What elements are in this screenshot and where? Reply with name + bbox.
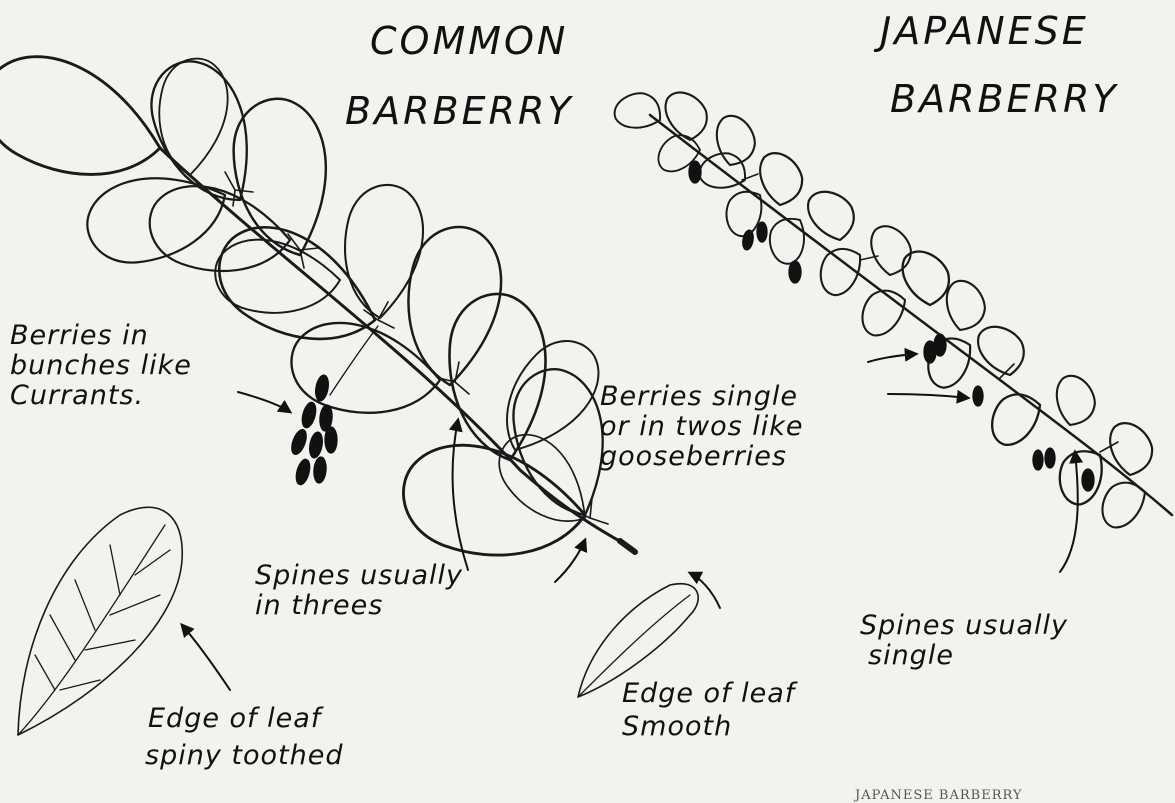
berries-japanese-line2: or in twos like [600,413,804,440]
spines-common-line1: Spines usually [255,562,463,589]
leaf-japanese-line1: Edge of leaf [622,680,795,707]
arrow-leaf-japanese [690,573,720,608]
berries-common-line3: Currants. [10,382,144,409]
japanese-title-line2: BARBERRY [890,80,1119,118]
arrow-berries-japanese-1 [868,354,916,362]
berries-common-line1: Berries in [10,322,149,349]
berries-japanese-line3: gooseberries [600,443,787,470]
common-title-line1: COMMON [370,22,568,60]
spines-japanese-line1: Spines usually [860,612,1068,639]
japanese-title-line1: JAPANESE [880,12,1089,50]
leaf-common-line1: Edge of leaf [148,705,321,732]
arrow-berries-japanese-2 [888,394,968,398]
spines-japanese-line2: single [868,642,954,669]
arrow-berries-common [238,392,290,412]
common-berry-bunch [289,326,378,486]
spiny-leaf-detail [18,507,182,735]
leaf-common-line2: spiny toothed [145,742,343,769]
arrow-leaf-common [182,625,230,690]
berries-japanese-line1: Berries single [600,383,798,410]
arrow-spine-japanese [1060,452,1078,572]
arrow-spine-common-2 [555,540,585,582]
spines-common-line2: in threes [255,592,383,619]
common-title-line2: BARBERRY [345,92,574,130]
arrow-spine-common-1 [453,420,468,570]
leaf-japanese-line2: Smooth [622,713,732,740]
berries-common-line2: bunches like [10,352,192,379]
